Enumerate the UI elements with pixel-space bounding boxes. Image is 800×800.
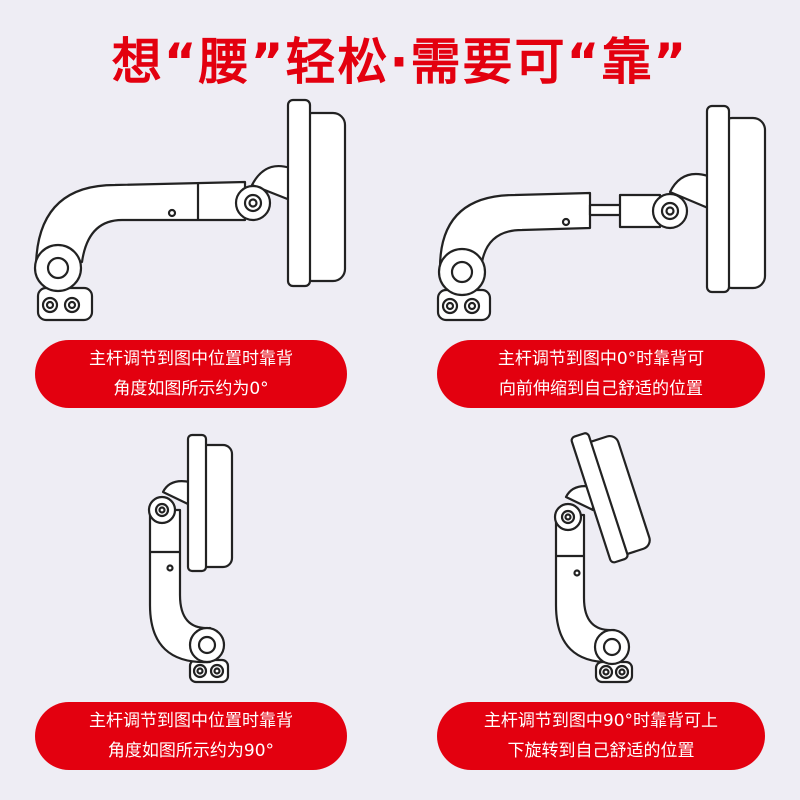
diagram-vertical-90deg (147, 433, 234, 684)
page-title: 想“腰”轻松·需要可“靠” (111, 33, 689, 91)
caption-1: 主杆调节到图中位置时靠背 角度如图所示约为0° (35, 340, 347, 408)
caption-1-line-1: 主杆调节到图中位置时靠背 (89, 349, 293, 369)
caption-4-line-2: 下旋转到自己舒适的位置 (507, 741, 695, 761)
caption-1-line-2: 角度如图所示约为0° (113, 379, 269, 399)
caption-4: 主杆调节到图中90°时靠背可上 下旋转到自己舒适的位置 (437, 702, 765, 770)
diagram-horizontal-0deg (33, 98, 347, 322)
caption-3: 主杆调节到图中位置时靠背 角度如图所示约为90° (35, 702, 347, 770)
caption-3-line-1: 主杆调节到图中位置时靠背 (89, 711, 293, 731)
diagram-telescoped (436, 104, 767, 322)
caption-3-line-2: 角度如图所示约为90° (107, 741, 275, 761)
caption-2-line-1: 主杆调节到图中0°时靠背可 (497, 349, 705, 369)
caption-4-line-1: 主杆调节到图中90°时靠背可上 (483, 711, 719, 731)
caption-2-line-2: 向前伸缩到自己舒适的位置 (499, 379, 703, 399)
caption-2: 主杆调节到图中0°时靠背可 向前伸缩到自己舒适的位置 (437, 340, 765, 408)
diagram-vertical-tilted (553, 432, 651, 684)
